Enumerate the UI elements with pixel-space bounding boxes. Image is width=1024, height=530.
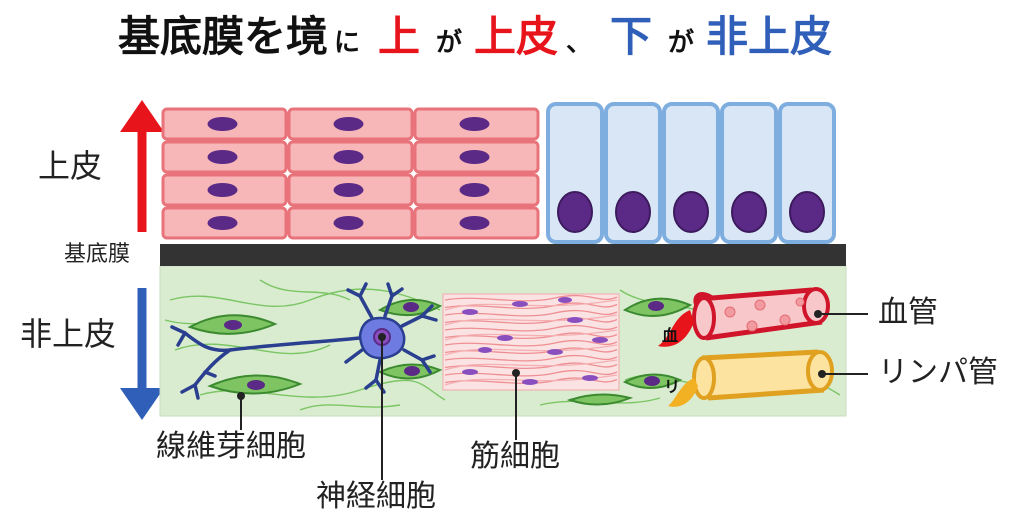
lymph-mark: リ [664, 379, 680, 396]
squamous-cell [161, 107, 288, 141]
title-part-upper: 上 [378, 12, 421, 61]
stratified-squamous-epithelium [161, 107, 540, 240]
membrane-label: 基底膜 [64, 242, 131, 267]
lower-label: 非上皮 [20, 315, 117, 353]
title-part-comma: 、 [566, 28, 593, 58]
nucleus [333, 117, 364, 131]
squamous-cell [287, 206, 414, 240]
nucleus [557, 191, 593, 233]
fibroblast-cell [377, 363, 443, 380]
nerve-cell-label: 神経細胞 [316, 479, 436, 514]
nucleus [459, 117, 490, 131]
fibroblast-label: 線維芽細胞 [156, 429, 306, 464]
fibroblast-cell [207, 374, 303, 395]
title-part-ni: に [334, 28, 361, 58]
muscle-tissue [442, 293, 620, 391]
blood-vessel [658, 287, 830, 347]
fibroblast-cell [622, 373, 683, 389]
nucleus [333, 183, 364, 197]
title-part-ga2: が [668, 28, 695, 58]
nucleus [207, 117, 238, 131]
nucleus [731, 191, 767, 233]
upper-arrow [120, 100, 164, 232]
columnar-cell [778, 102, 836, 244]
upper-label: 上皮 [38, 147, 103, 185]
squamous-cell [287, 173, 414, 207]
columnar-cell [720, 102, 778, 244]
lower-arrow [120, 288, 164, 420]
squamous-cell [413, 107, 540, 141]
squamous-cell [413, 140, 540, 174]
columnar-cell [546, 102, 604, 244]
nucleus [459, 216, 490, 230]
lymph-vessel-label: リンパ管 [878, 355, 998, 390]
nucleus [459, 183, 490, 197]
squamous-cell [287, 107, 414, 141]
nucleus [615, 191, 651, 233]
muscle-cell-label: 筋細胞 [470, 439, 560, 474]
fibroblast-cell [622, 297, 693, 317]
squamous-cell [161, 140, 288, 174]
squamous-cell [413, 206, 540, 240]
nucleus [459, 150, 490, 164]
blood-mark: 血 [662, 326, 678, 345]
nucleus [789, 191, 825, 233]
fibroblast-cell [566, 393, 634, 406]
nucleus [207, 183, 238, 197]
fibroblast-cell [187, 314, 278, 335]
nucleus [207, 216, 238, 230]
nucleus [673, 191, 709, 233]
basement-membrane [160, 244, 846, 266]
blood-vessel-label: 血管 [878, 295, 938, 330]
title-part-lower: 下 [610, 12, 653, 61]
columnar-cell [604, 102, 662, 244]
columnar-cell [662, 102, 720, 244]
squamous-cell [413, 173, 540, 207]
nucleus [333, 216, 364, 230]
title-part-epithelium: 上皮 [474, 12, 559, 61]
title-part-ga1: が [436, 28, 463, 58]
squamous-cell [161, 206, 288, 240]
nucleus [207, 150, 238, 164]
columnar-epithelium [546, 102, 836, 244]
title-part-non-epithelium: 非上皮 [706, 12, 833, 61]
squamous-cell [161, 173, 288, 207]
squamous-cell [287, 140, 414, 174]
leader-lines [237, 310, 868, 480]
page-title: 基底膜を境 に 上 が 上皮 、 下 が 非上皮 [0, 6, 1024, 70]
title-part-membrane: 基底膜を境 [118, 12, 329, 61]
nucleus [333, 150, 364, 164]
